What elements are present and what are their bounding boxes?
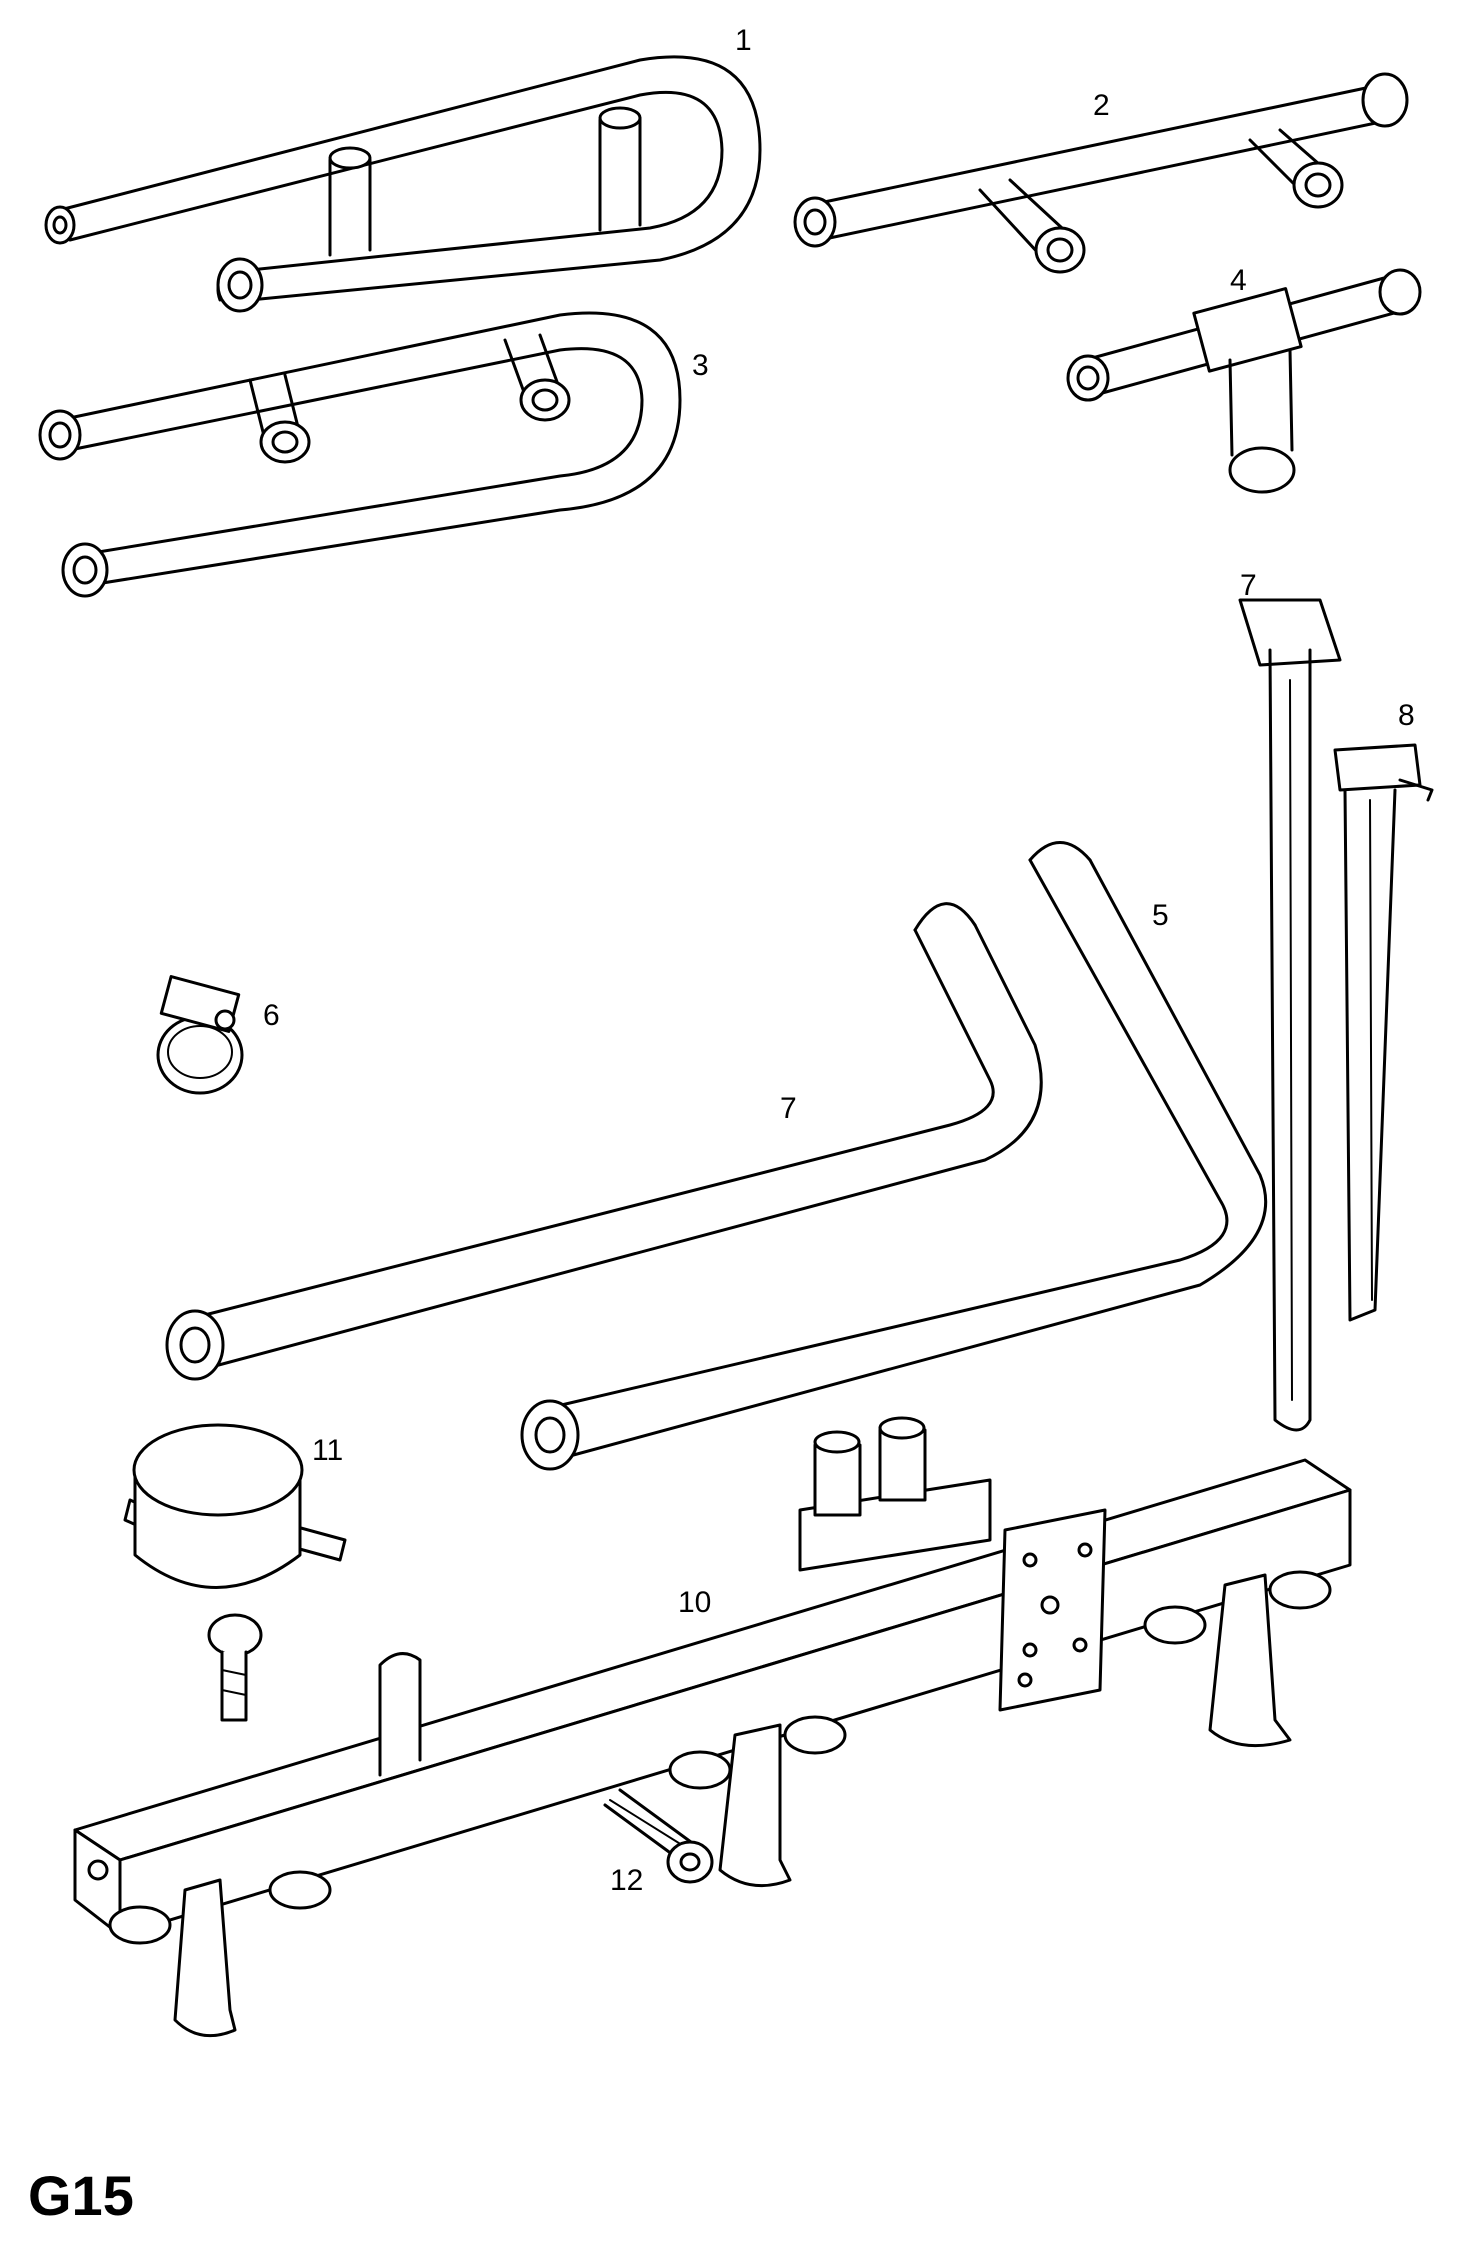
callout-5: 5 [1152,899,1169,932]
hex-bolt[interactable] [207,1613,263,1722]
page-code: G15 [28,2164,134,2227]
callout-4: 4 [1230,264,1247,297]
part-10-fuel-rail[interactable] [73,1416,1352,2038]
part-9-cable-tie[interactable] [1333,743,1434,1322]
callout-8: 7 [1240,569,1257,602]
part-1-hose-loop[interactable] [44,55,762,313]
callout-1: 1 [735,24,752,57]
part-7-bent-hose[interactable] [165,902,1043,1381]
callout-11: 11 [312,1434,343,1467]
callout-7: 7 [780,1092,797,1125]
callout-6: 6 [263,999,280,1032]
callout-12: 12 [610,1864,643,1897]
part-5-bent-hose[interactable] [520,841,1268,1471]
callout-9: 8 [1398,699,1415,732]
part-8-cable-tie[interactable] [1238,598,1342,1432]
part-11-damper[interactable] [123,1423,347,1589]
callout-10: 10 [678,1586,711,1619]
part-4-t-connector[interactable] [1066,268,1422,494]
part-12-socket-bolt[interactable] [603,1788,714,1884]
callout-3: 3 [692,349,709,382]
part-3-hose-loop[interactable] [38,311,682,598]
part-6-hose-clamp[interactable] [156,975,244,1095]
callout-2: 2 [1093,89,1110,122]
part-2-hose-straight[interactable] [793,72,1409,274]
